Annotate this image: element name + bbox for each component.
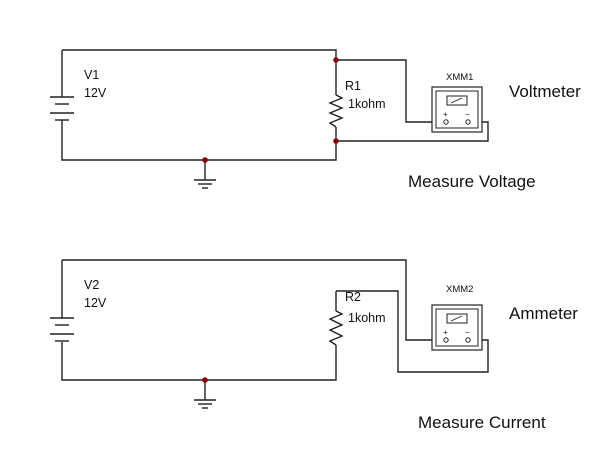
battery-v2-symbol [50,317,74,342]
junction-node [333,57,339,63]
ground-2-symbol [194,399,216,409]
source-name-label: V1 [84,68,99,82]
multimeter-xmm1[interactable]: + − [431,86,483,133]
junction-node [202,157,208,163]
minus-terminal-label: − [465,328,470,337]
meter-name-label: XMM2 [446,284,473,295]
meter-negative-terminal[interactable] [465,337,471,343]
resistor-r1-symbol [328,94,344,128]
meter-negative-terminal[interactable] [465,119,471,125]
source-value-label: 12V [84,296,107,310]
meter-positive-terminal[interactable] [443,119,449,125]
resistor-r2-symbol [328,310,344,346]
circuit2-wires [61,259,489,400]
minus-terminal-label: − [465,110,470,119]
plus-terminal-label: + [443,110,448,119]
meter-positive-terminal[interactable] [443,337,449,343]
junction-node [333,138,339,144]
circuit1-wires [61,49,489,180]
battery-v1-symbol [50,96,74,127]
meter-type-label: Voltmeter [509,82,581,101]
voltage-circuit: + − V1 12V R1 1kohm XMM1 Voltmeter Measu… [50,49,581,191]
meter-name-label: XMM1 [446,72,473,83]
resistor-name-label: R2 [345,290,361,304]
resistor-name-label: R1 [345,79,361,93]
circuit-caption: Measure Current [418,413,546,432]
multimeter-xmm2[interactable]: + − [431,304,483,351]
junction-node [202,377,208,383]
source-name-label: V2 [84,278,99,292]
meter-type-label: Ammeter [509,304,578,323]
current-circuit: + − V2 12V R2 1kohm XMM2 Ammeter Measure… [50,259,578,432]
ground-1-symbol [194,179,216,189]
circuit-caption: Measure Voltage [408,172,536,191]
plus-terminal-label: + [443,328,448,337]
source-value-label: 12V [84,86,107,100]
resistor-value-label: 1kohm [348,311,386,325]
resistor-value-label: 1kohm [348,97,386,111]
